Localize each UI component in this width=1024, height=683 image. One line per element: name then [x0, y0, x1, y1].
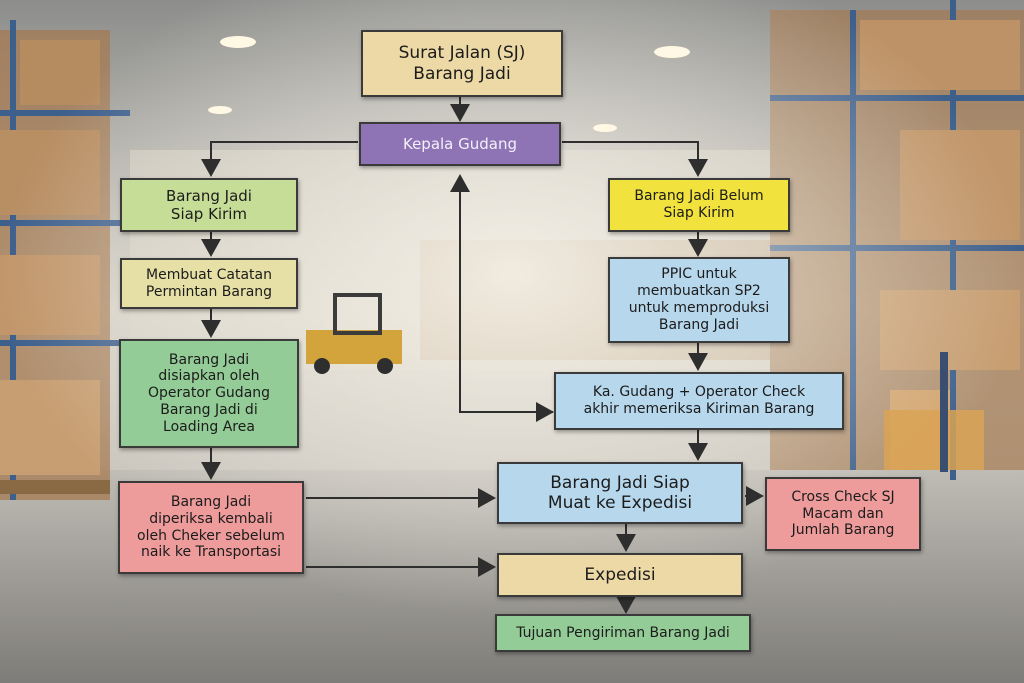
node-ppic: PPIC untuk membuatkan SP2 untuk memprodu…: [608, 257, 790, 343]
node-barang-jadi-belum-siap-kirim: Barang Jadi Belum Siap Kirim: [608, 178, 790, 232]
node-barang-jadi-siap-kirim: Barang Jadi Siap Kirim: [120, 178, 298, 232]
arrow-kepala-to-belum-siap: [562, 141, 708, 177]
node-membuat-catatan: Membuat Catatan Permintan Barang: [120, 258, 298, 309]
arrow-kepala-to-siap-kirim: [201, 141, 358, 177]
node-ka-gudang-check: Ka. Gudang + Operator Check akhir memeri…: [554, 372, 844, 430]
node-kepala-gudang: Kepala Gudang: [359, 122, 561, 166]
node-barang-jadi-disiapkan: Barang Jadi disiapkan oleh Operator Guda…: [119, 339, 299, 448]
arrow-ka-gudang-to-kepala: [450, 174, 553, 413]
node-barang-jadi-siap-muat: Barang Jadi Siap Muat ke Expedisi: [497, 462, 743, 524]
node-cross-check-sj: Cross Check SJ Macam dan Jumlah Barang: [765, 477, 921, 551]
pallet-jack: [884, 352, 984, 472]
node-expedisi: Expedisi: [497, 553, 743, 597]
node-barang-jadi-diperiksa: Barang Jadi diperiksa kembali oleh Cheke…: [118, 481, 304, 574]
node-surat-jalan: Surat Jalan (SJ) Barang Jadi: [361, 30, 563, 97]
node-tujuan-pengiriman: Tujuan Pengiriman Barang Jadi: [495, 614, 751, 652]
forklift: [306, 293, 402, 374]
